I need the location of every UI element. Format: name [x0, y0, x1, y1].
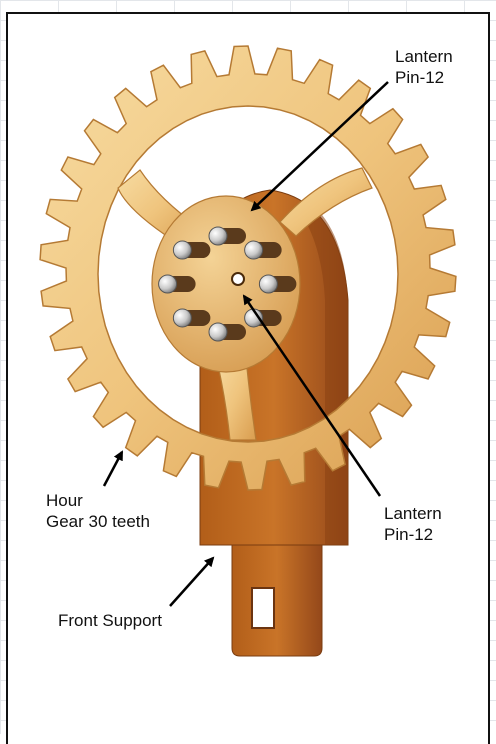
lantern-pin	[209, 227, 227, 245]
lantern-pin	[259, 275, 277, 293]
lantern-pin	[173, 309, 191, 327]
lantern-pin	[173, 241, 191, 259]
label-lantern-pin-center: Lantern Pin-12	[384, 503, 442, 545]
arrow-hour-gear	[104, 452, 122, 486]
lantern-pin	[159, 275, 177, 293]
label-front-support: Front Support	[58, 610, 162, 631]
center-hole	[232, 273, 244, 285]
support-slot	[252, 588, 274, 628]
lantern-pin	[245, 241, 263, 259]
arrow-front-support	[170, 558, 213, 606]
label-hour-gear: Hour Gear 30 teeth	[46, 490, 150, 532]
hour-gear	[40, 46, 456, 490]
lantern-pin	[209, 323, 227, 341]
label-lantern-pin-top: Lantern Pin-12	[395, 46, 453, 88]
